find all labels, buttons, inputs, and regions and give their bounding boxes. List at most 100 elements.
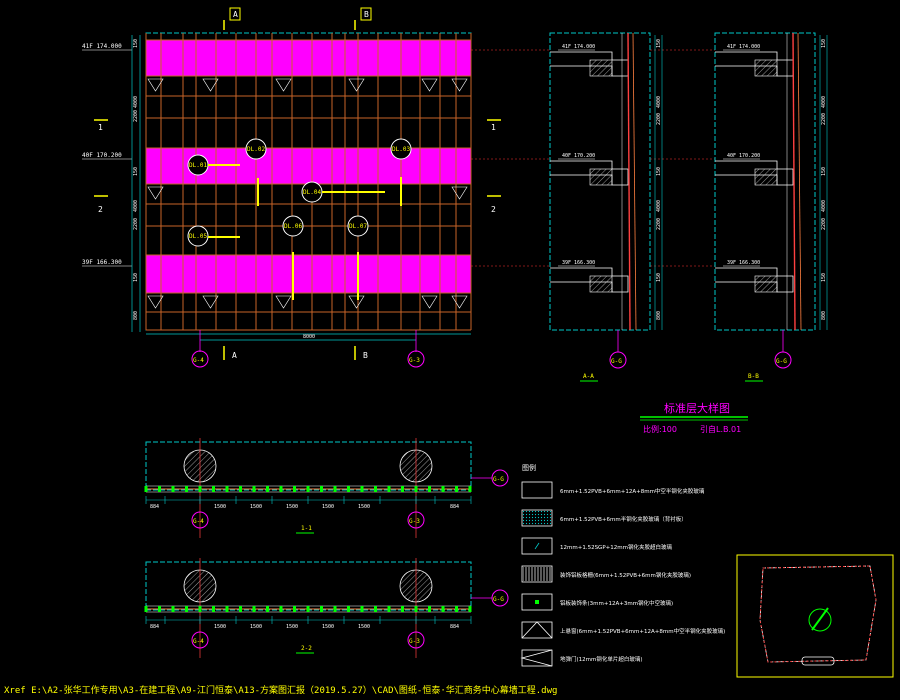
level-label-41f: 41F 174.000	[82, 43, 122, 50]
legend-item: 铝板装饰条(3mm+12A+3mm钢化中空玻璃)	[521, 593, 673, 611]
awning-window-mark	[421, 78, 438, 92]
plan-dim-value: 1500	[286, 504, 298, 510]
plan-dim-value: 884	[450, 624, 459, 630]
plan-mullion	[279, 606, 283, 612]
callout-dl05[interactable]: DL.05	[187, 225, 240, 247]
plan-label: 1-1	[301, 525, 312, 532]
legend-item-text: 12mm+1.52SGP+12mm钢化夹胶超白玻璃	[560, 543, 672, 551]
floor-slab	[550, 160, 629, 186]
north-arrow-icon	[808, 608, 832, 632]
section-marks: A B A B 1 2 1 2	[94, 7, 501, 360]
plan-mullion	[212, 606, 215, 612]
plan-mullion	[198, 486, 202, 492]
floor-slab	[715, 160, 794, 186]
plan-mullion	[428, 486, 431, 492]
plan-mullion	[387, 486, 391, 492]
legend-item-text: 上悬窗(6mm+1.52PVB+6mm+12A+8mm中空半钢化夹胶玻璃)	[560, 627, 725, 635]
plan-mullion	[185, 606, 188, 612]
dimension-value: 150	[656, 167, 662, 176]
side-mark-right-1: 1	[491, 123, 496, 132]
plan-label: 2-2	[301, 645, 312, 652]
plan-mullion	[468, 486, 472, 492]
plan-mullion	[347, 486, 350, 492]
legend-item: 上悬窗(6mm+1.52PVB+6mm+12A+8mm中空半钢化夹胶玻璃)	[521, 621, 725, 639]
drawing-scale: 比例:100	[643, 424, 677, 434]
plan-dim-value: 1500	[250, 624, 262, 630]
open-door-icon	[521, 649, 553, 667]
floor-band-41f	[146, 40, 471, 76]
axis-bubbles: G-4 G-3	[191, 330, 425, 368]
plan-mullion	[279, 486, 283, 492]
plan-mullion	[320, 486, 323, 492]
plan-mullion	[158, 606, 161, 612]
plan-mullion	[360, 606, 364, 612]
projection-lines	[471, 49, 715, 267]
awning-window-mark	[202, 295, 219, 309]
floor-slab	[715, 267, 794, 293]
section-mark-top-a: A	[233, 10, 238, 19]
dimension-value: 2200	[656, 113, 662, 125]
axis-bubble-g4	[191, 350, 209, 368]
plan-mullion	[293, 486, 296, 492]
dimension-value: 150	[133, 273, 139, 282]
callout-dl02[interactable]: DL.02	[245, 138, 267, 206]
dimension-value: 4000	[133, 96, 139, 108]
plan-mullion	[144, 486, 148, 492]
svg-text:DL.01: DL.01	[189, 162, 207, 169]
section-frame	[549, 32, 651, 331]
plan-mullion	[171, 606, 175, 612]
plan-mullion	[225, 486, 229, 492]
plan-axis-label: G-4	[193, 518, 204, 525]
plan-mullion	[306, 606, 310, 612]
triangle-box-icon	[521, 621, 553, 639]
callout-dl07[interactable]: DL.07	[347, 215, 369, 300]
plan-mullion	[185, 486, 188, 492]
awning-window-mark	[202, 78, 219, 92]
plan-mullion	[374, 486, 377, 492]
section-axis-bubble	[609, 351, 627, 369]
legend-item-text: 6mm+1.52PVB+6mm+12A+8mm中空半钢化夹胶玻璃	[560, 487, 705, 495]
dimension-value: 2200	[821, 218, 827, 230]
plan-axis-label: G-3	[409, 638, 420, 645]
legend-item-text: 6mm+1.52PVB+6mm半钢化夹胶玻璃（背衬板）	[560, 515, 687, 523]
plan-mullion	[293, 606, 296, 612]
left-dimension-chain	[131, 35, 141, 332]
plan-mullion	[198, 606, 202, 612]
plan-side-axis-bubble	[491, 469, 509, 487]
axis-bubble-g3	[407, 350, 425, 368]
plan-dim-value: 884	[150, 504, 159, 510]
plan-mullion	[333, 606, 337, 612]
awning-window-mark	[421, 295, 438, 309]
box-icon	[521, 481, 553, 499]
svg-text:DL.07: DL.07	[349, 223, 367, 230]
plan-dim-value: 884	[150, 624, 159, 630]
section-axis-bubble	[774, 351, 792, 369]
legend: 图例 6mm+1.52PVB+6mm+12A+8mm中空半钢化夹胶玻璃6mm+1…	[520, 463, 725, 667]
axis-label-g4: G-4	[193, 357, 204, 364]
plan-mullion	[252, 486, 256, 492]
level-label-39f: 39F 166.300	[82, 259, 122, 266]
section-mark-bottom-a: A	[232, 351, 237, 360]
plan-axis-bubble	[407, 511, 425, 529]
section-label: A-A	[583, 373, 594, 380]
callout-dl01[interactable]: DL.01	[187, 154, 240, 176]
callout-dl06[interactable]: DL.06	[282, 215, 304, 300]
svg-text:DL.03: DL.03	[392, 146, 410, 153]
section-axis-label: G-G	[611, 358, 622, 365]
callout-dl04[interactable]: DL.04	[301, 181, 385, 203]
legend-item: 地弹门(12mm钢化单片超白玻璃)	[520, 649, 643, 667]
plan-axis-label: G-3	[409, 518, 420, 525]
svg-text:DL.04: DL.04	[303, 189, 321, 196]
awning-window-mark	[275, 295, 292, 309]
plan-side-axis-label: G-G	[493, 476, 504, 483]
dimension-value: 4000	[656, 96, 662, 108]
callout-dl03[interactable]: DL.03	[390, 138, 412, 206]
legend-item: 6mm+1.52PVB+6mm+12A+8mm中空半钢化夹胶玻璃	[521, 481, 705, 499]
xref-status-path: Xref E:\A2-张华工作专用\A3-在建工程\A9-江门恒泰\A13-方案…	[4, 686, 558, 696]
side-mark-left-2: 2	[98, 205, 103, 214]
